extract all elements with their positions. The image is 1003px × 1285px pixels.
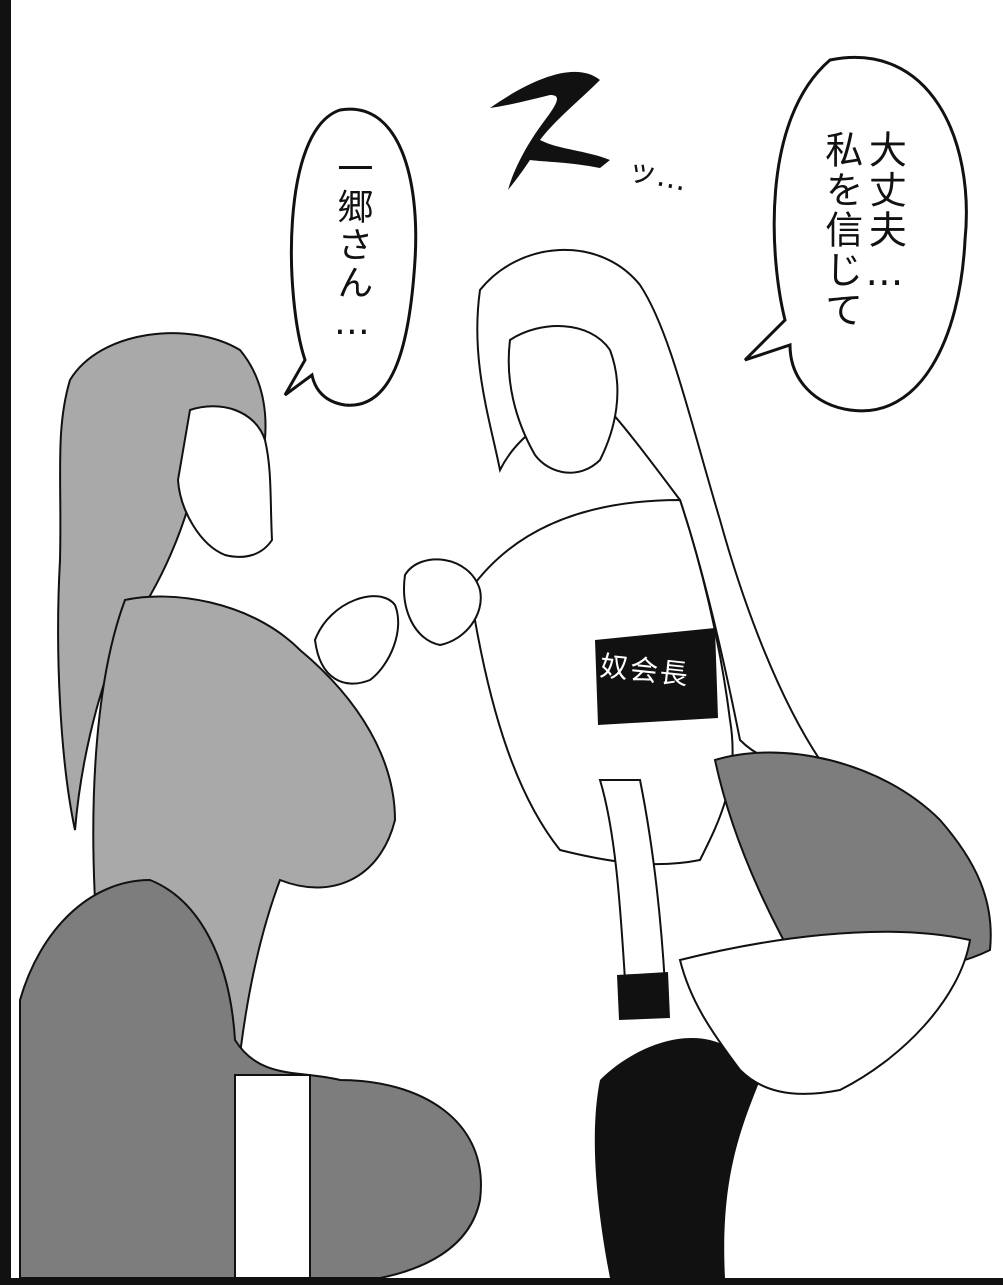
panel-border-bottom xyxy=(0,1278,1003,1285)
wristband xyxy=(617,972,670,1020)
speech-bubble-right xyxy=(743,56,968,413)
right-character-skirt xyxy=(713,751,992,974)
speech-text-left: 一郷さん… xyxy=(331,150,373,345)
left-character-fist xyxy=(313,595,400,685)
speech-bubble-left xyxy=(283,107,418,407)
left-character-face xyxy=(176,405,274,558)
sfx-large-stroke xyxy=(490,71,610,190)
panel-border-left xyxy=(0,0,11,1285)
seat-box xyxy=(234,1074,311,1279)
right-character-leg xyxy=(678,930,972,1095)
right-character-face xyxy=(507,325,619,474)
armband xyxy=(595,628,718,725)
right-character-fist xyxy=(403,558,482,647)
thigh-high-sock xyxy=(594,1038,760,1278)
speech-text-right: 大丈夫… 私を信じて xyxy=(818,130,907,330)
